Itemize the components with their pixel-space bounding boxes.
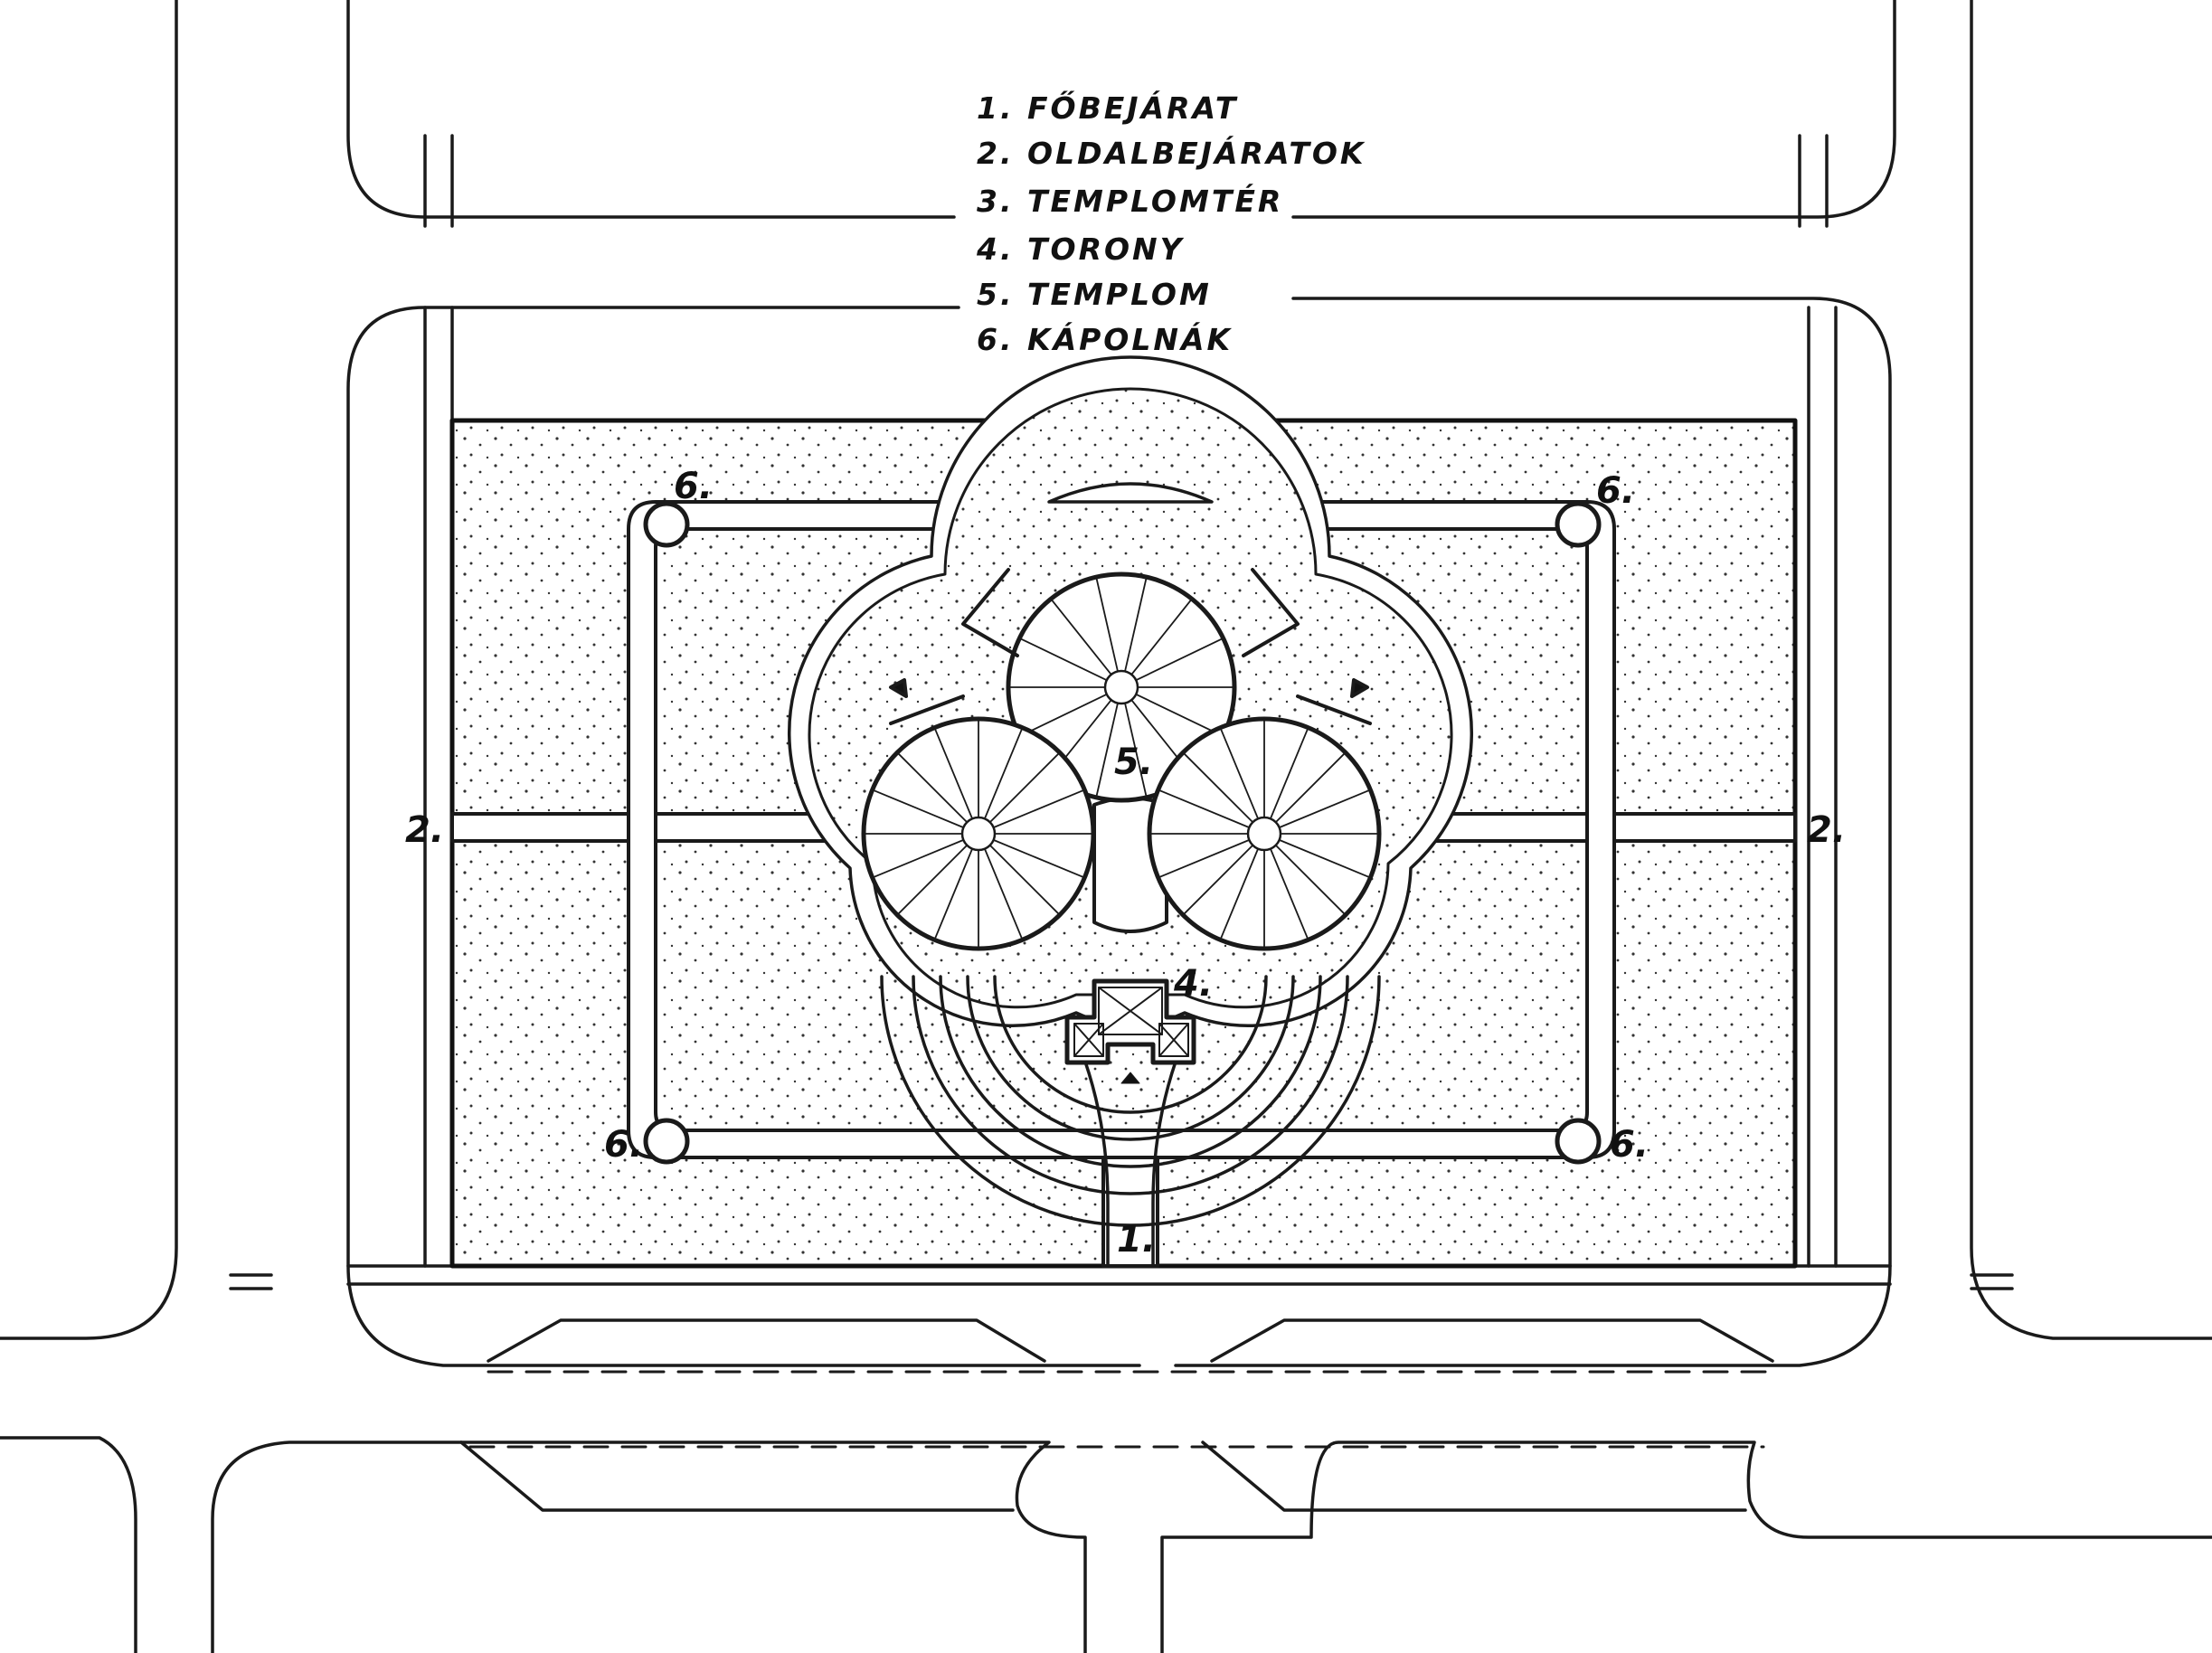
chapel-marker-sw: 6. [604,1124,644,1166]
chapel-circle [1555,501,1602,548]
tower [1064,978,1196,1084]
legend-number: 6. [977,322,1015,357]
street-edge [423,306,454,1268]
legend-number: 1. [977,90,1015,126]
church-marker: 5. [1114,741,1154,783]
street-edge [211,1440,1087,1653]
street-edge [1970,0,2212,1340]
street-edge [1291,0,1896,219]
garden-path [1101,1156,1159,1268]
legend-item-5: 5. TEMPLOM [977,277,1212,312]
street-edge [0,1436,137,1653]
street-centerlines [468,1370,1774,1449]
forecourt-arc [993,975,1268,1114]
street-edge [423,134,454,228]
legend-number: 2. [977,136,1015,171]
legend-item-4: 4. TORONY [977,231,1185,267]
street-edge [1798,134,1829,228]
legend-number: 4. [977,231,1015,267]
traffic-island [487,1318,1046,1363]
nave-circle-right [1147,716,1382,951]
traffic-island [1210,1318,1774,1363]
chapel-circle [643,1118,690,1165]
chapel-marker-ne: 6. [1596,470,1636,512]
legend-label: TEMPLOMTÉR [1027,184,1284,219]
legend-label: TEMPLOM [1027,277,1212,312]
traffic-island [1201,1440,1747,1512]
legend-item-6: 6. KÁPOLNÁK [977,322,1233,357]
street-edge [1160,1440,2212,1653]
tower-marker: 4. [1174,963,1214,1005]
street-edge [1807,306,1838,1268]
street-edge [229,1273,273,1290]
church-wings [889,568,1372,725]
nave-circle-left [861,716,1096,951]
chapels [643,501,1602,1165]
chapel-circle [643,501,690,548]
legend-label: OLDALBEJÁRATOK [1027,136,1366,171]
legend-label: TORONY [1027,231,1185,267]
traffic-island [459,1440,1015,1512]
forecourt-arc [880,975,1381,1227]
legend-number: 5. [977,277,1015,312]
forecourt-arc [939,975,1322,1168]
chapel-marker-se: 6. [1610,1124,1650,1166]
forecourt-arc [966,975,1295,1141]
side-entrance-marker-right: 2. [1807,809,1847,851]
church-building [861,571,1382,951]
plaza-arc-top [1047,482,1214,504]
chapel-circle [1555,1118,1602,1165]
forecourt-arc [912,975,1349,1195]
legend-label: KÁPOLNÁK [1027,322,1234,357]
legend-number: 3. [977,184,1015,219]
nave-circle-top [1006,571,1237,803]
legend-item-3: 3. TEMPLOMTÉR [977,184,1283,219]
legend-label: FŐBEJÁRAT [1027,90,1239,126]
main-entrance-marker: 1. [1117,1219,1157,1261]
street-edge [346,0,956,219]
legend-item-2: 2. OLDALBEJÁRATOK [977,136,1366,171]
street-edge [1970,1273,2014,1290]
legend-item-1: 1. FŐBEJÁRAT [977,90,1238,126]
chapel-marker-nw: 6. [674,466,714,507]
street-edge [0,0,178,1340]
side-entrance-marker-left: 2. [405,809,445,851]
